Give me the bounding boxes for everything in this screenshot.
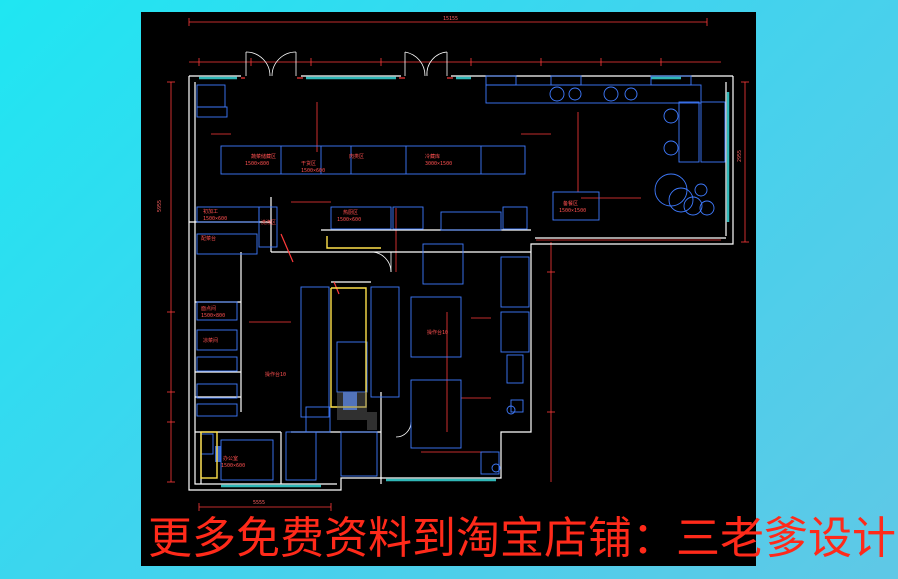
label-right-area: 备餐区 — [563, 200, 578, 207]
label-island: 操作台10 — [427, 329, 448, 336]
dim-top: 15155 — [443, 16, 458, 22]
label-cook-area: 热厨区 — [343, 209, 358, 216]
label-pastry-size: 1500×800 — [201, 313, 225, 319]
label-office: 办公室 — [223, 455, 238, 462]
label-right-area-size: 1500×1500 — [559, 208, 586, 214]
label-cold-dish: 凉菜间 — [203, 337, 218, 344]
label-cold-room: 冷藏库 — [425, 153, 440, 160]
dimension-labels: 15155 5955 2955 5555 — [157, 16, 743, 506]
kitchen-floor-plan: 蔬菜储藏区 1500×800 干货区 1500×600 肉类区 冷藏库 3000… — [157, 16, 749, 511]
label-storage-top: 蔬菜储藏区 — [251, 153, 276, 160]
label-counter: 配菜台 — [201, 235, 216, 242]
label-wash-area: 洗涤区 — [261, 219, 276, 226]
dim-left: 5955 — [157, 200, 163, 212]
label-prep-left: 初加工 — [203, 208, 218, 215]
label-dry-store: 干货区 — [301, 160, 316, 167]
label-pastry: 面点间 — [201, 305, 216, 312]
label-prep-left-size: 1500×600 — [203, 216, 227, 222]
label-cook-area-size: 1500×600 — [337, 217, 361, 223]
dim-bottom: 5555 — [253, 500, 265, 506]
label-island-b: 操作台10 — [265, 371, 286, 378]
label-office-size: 1500×600 — [221, 463, 245, 469]
fixtures — [196, 75, 726, 481]
windows — [199, 76, 730, 488]
dim-right: 2955 — [737, 150, 743, 162]
cad-drawing-panel: 蔬菜储藏区 1500×800 干货区 1500×600 肉类区 冷藏库 3000… — [141, 12, 756, 566]
solid-fixtures — [215, 392, 357, 462]
watermark-text: 更多免费资料到淘宝店铺：三老爹设计 — [148, 513, 896, 564]
label-meat-store: 肉类区 — [349, 153, 364, 160]
label-dry-store-size: 1500×600 — [301, 168, 325, 174]
red-doors — [241, 77, 453, 295]
label-storage-top-size: 1500×800 — [245, 161, 269, 167]
highlight-zones — [200, 236, 381, 479]
dimension-lines — [167, 18, 749, 511]
label-cold-room-size: 3000×1500 — [425, 161, 452, 167]
room-labels: 蔬菜储藏区 1500×800 干货区 1500×600 肉类区 冷藏库 3000… — [201, 153, 586, 469]
doors — [245, 51, 448, 438]
shaded-areas — [337, 392, 377, 430]
